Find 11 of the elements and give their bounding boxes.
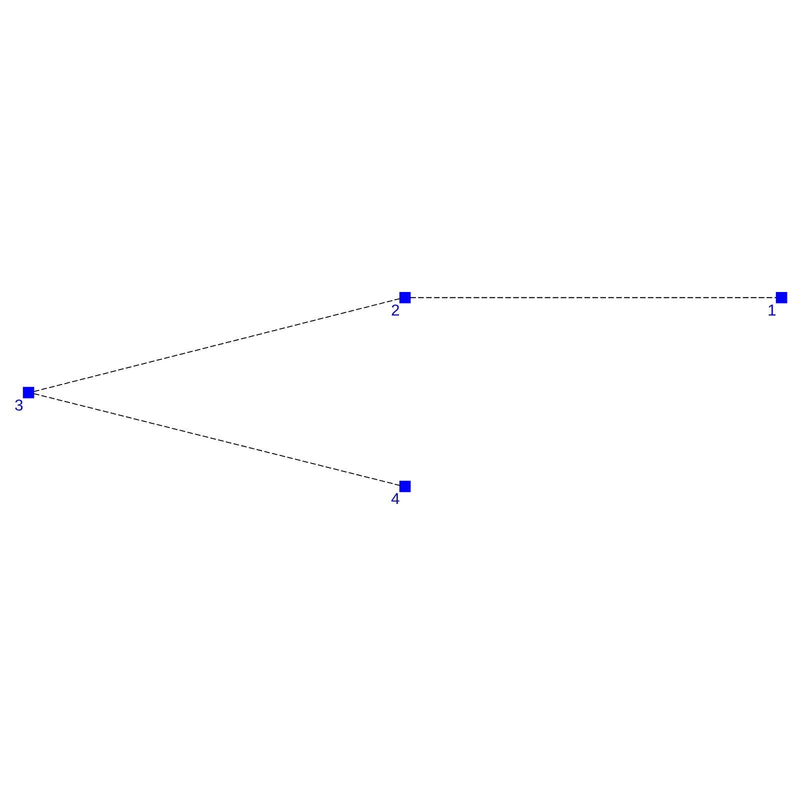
connector [32, 392, 400, 486]
node-box [22, 386, 34, 398]
node-box [775, 291, 787, 303]
node-box [398, 291, 410, 303]
node-label: 1 [767, 302, 776, 319]
connector [32, 298, 400, 392]
node-label: 2 [390, 302, 400, 319]
node-label: 4 [390, 490, 400, 508]
node-label: 3 [14, 396, 23, 414]
connector [409, 296, 776, 298]
node-box [398, 480, 410, 492]
